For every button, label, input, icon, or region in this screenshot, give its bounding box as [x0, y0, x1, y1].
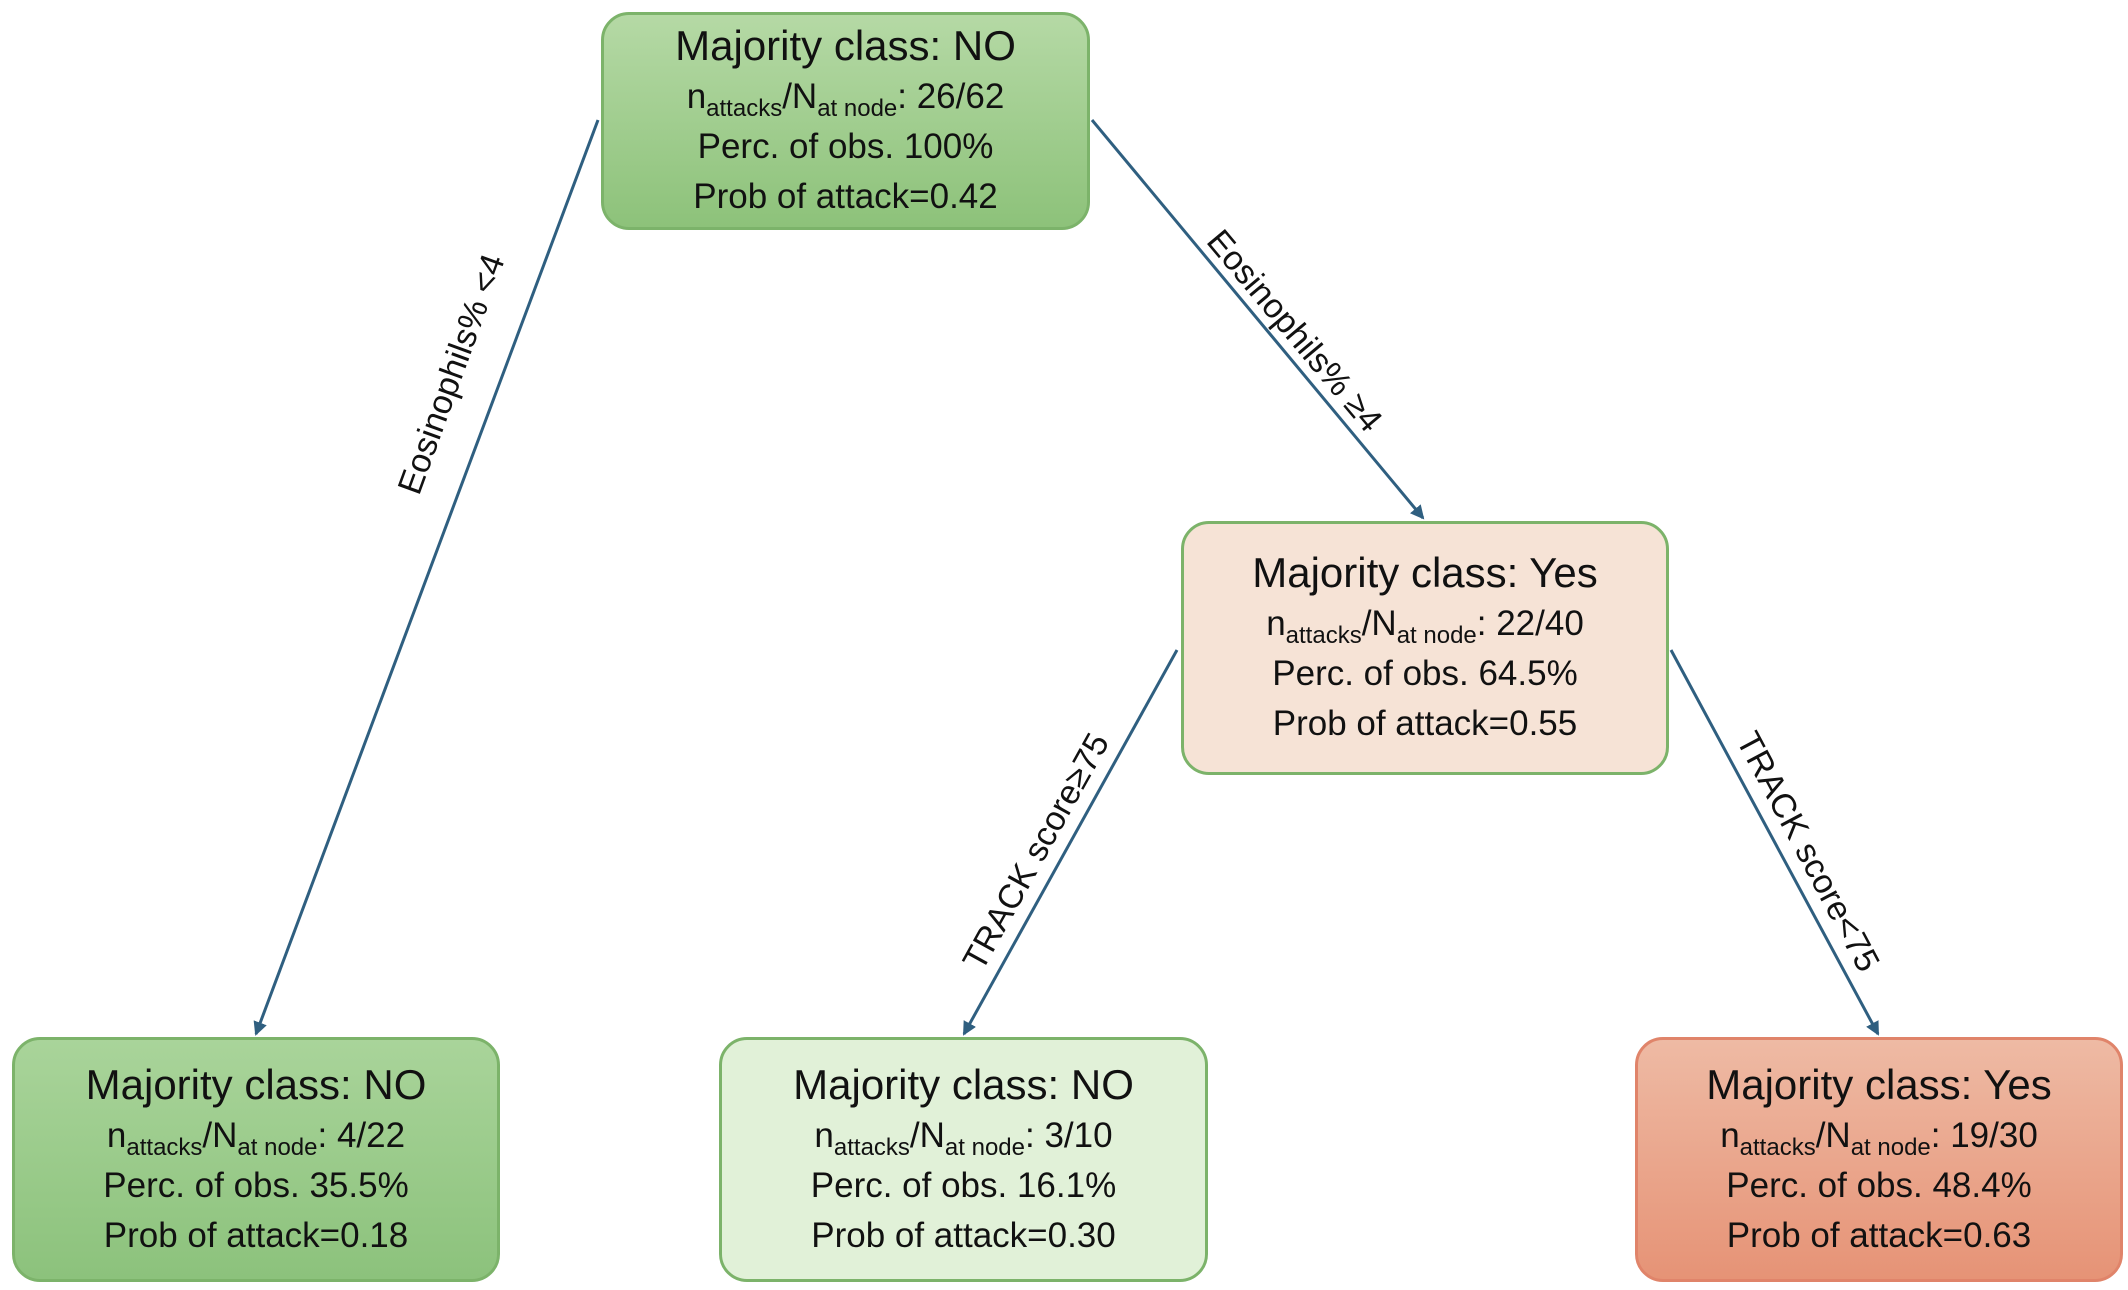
node-probability: Prob of attack=0.30 — [811, 1215, 1116, 1255]
node-title: Majority class: Yes — [1252, 549, 1598, 596]
node-title: Majority class: NO — [793, 1060, 1134, 1108]
node-percent: Perc. of obs. 35.5% — [103, 1165, 409, 1205]
node-probability: Prob of attack=0.18 — [103, 1215, 409, 1255]
node-percent: Perc. of obs. 100% — [697, 127, 994, 166]
node-probability: Prob of attack=0.63 — [1726, 1215, 2032, 1255]
node-percent: Perc. of obs. 16.1% — [810, 1165, 1117, 1205]
node-root: Majority class: NO nattacks/Nat node: 26… — [601, 12, 1090, 230]
node-mid: Majority class: Yes nattacks/Nat node: 2… — [1181, 521, 1669, 775]
node-probability: Prob of attack=0.55 — [1272, 704, 1578, 743]
node-ratio: nattacks/Nat node: 22/40 — [1266, 604, 1584, 649]
node-ratio: nattacks/Nat node: 3/10 — [814, 1115, 1113, 1161]
node-title: Majority class: NO — [675, 22, 1016, 69]
node-midleft-leaf: Majority class: NO nattacks/Nat node: 3/… — [719, 1037, 1208, 1282]
node-ratio: nattacks/Nat node: 19/30 — [1720, 1115, 2038, 1161]
edge-label-root-left: Eosinophils% <4 — [391, 249, 513, 499]
node-percent: Perc. of obs. 64.5% — [1272, 654, 1578, 693]
node-ratio: nattacks/Nat node: 4/22 — [106, 1115, 406, 1161]
edge-mid-right — [1669, 649, 1880, 1036]
edge-label-mid-right: TRACK score<75 — [1729, 726, 1887, 978]
node-right-leaf: Majority class: Yes nattacks/Nat node: 1… — [1635, 1037, 2123, 1282]
node-ratio: nattacks/Nat node: 26/62 — [686, 77, 1005, 122]
node-percent: Perc. of obs. 48.4% — [1726, 1165, 2032, 1205]
node-title: Majority class: NO — [85, 1060, 427, 1108]
node-probability: Prob of attack=0.42 — [693, 177, 998, 216]
edge-root-left — [253, 119, 600, 1036]
edge-label-root-mid: Eosinophils% ≥4 — [1199, 223, 1390, 440]
edge-label-mid-midleft: TRACK score≥75 — [956, 727, 1117, 977]
edge-mid-midleft — [962, 649, 1179, 1036]
edge-root-mid — [1090, 119, 1425, 520]
node-left-leaf: Majority class: NO nattacks/Nat node: 4/… — [12, 1037, 500, 1282]
node-title: Majority class: Yes — [1706, 1060, 2052, 1108]
